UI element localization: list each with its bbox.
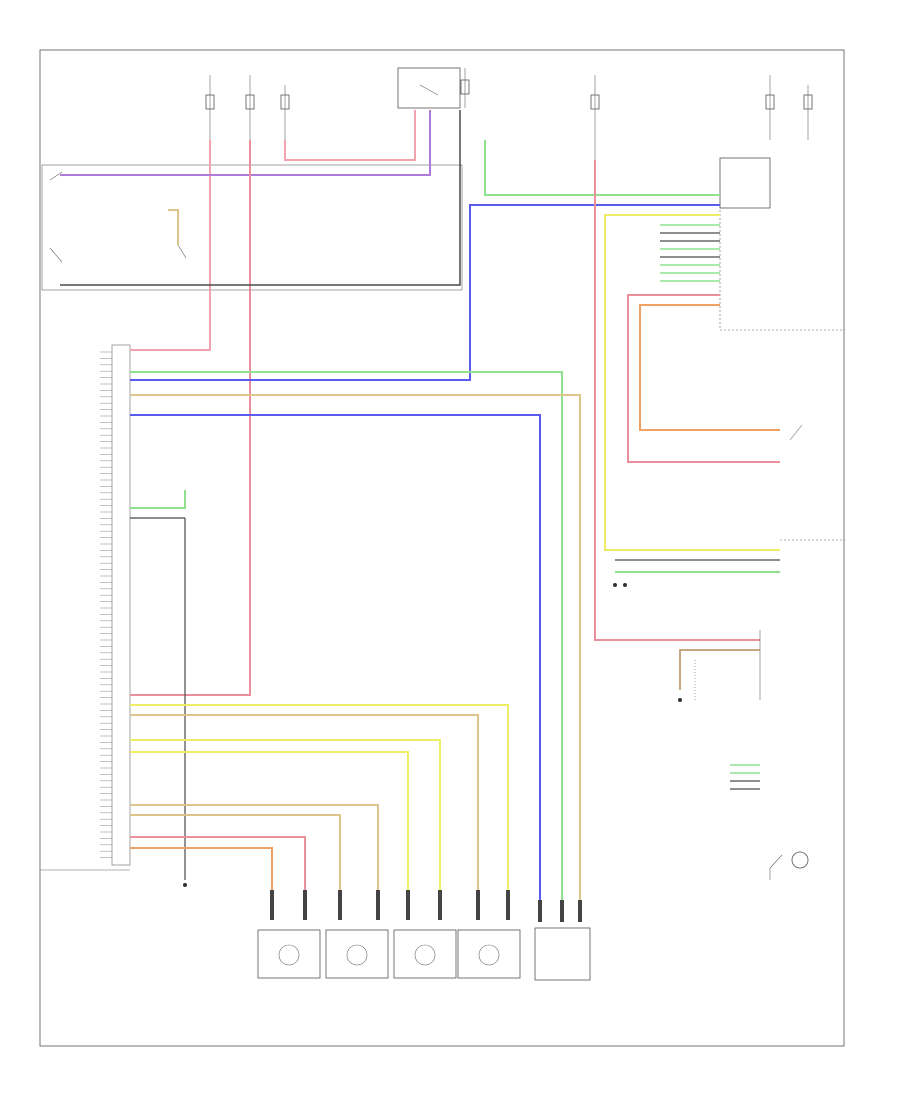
sensor-connector-pin	[560, 900, 564, 922]
wire-red-switch	[627, 294, 780, 463]
wire-green-ground	[130, 490, 187, 887]
sensor-connector-pin	[376, 890, 380, 920]
wheel-speed-sensor-left-front	[257, 929, 321, 979]
wire-tan-lower-1	[130, 714, 479, 910]
wire-yellow-top	[604, 214, 780, 551]
sensor-connector-pin	[303, 890, 307, 920]
brake-switch	[789, 424, 803, 441]
wire-red-lower-2	[130, 847, 273, 910]
wire-green-lower-right	[613, 559, 780, 587]
central-electronic-module	[719, 157, 845, 331]
lower-right-connector	[730, 764, 760, 790]
sensor-wire-stubs	[270, 890, 582, 922]
wire-tan-lower-3	[130, 804, 379, 910]
sensor-connector-pin	[506, 890, 510, 920]
sensor-connector-pin	[438, 890, 442, 920]
wire-green-main	[130, 371, 563, 910]
sensor-connector-pin	[270, 890, 274, 920]
wire-blue-top	[130, 204, 720, 381]
fuse-group-right	[765, 75, 813, 140]
relay-box	[397, 67, 470, 109]
wire-tan-lower-4	[130, 814, 341, 910]
sensor-connector-pin	[476, 890, 480, 920]
wire-purple	[60, 110, 431, 176]
fuse-group-center	[590, 75, 600, 160]
wheel-speed-sensor-right-front	[457, 929, 521, 979]
wire-red-lower-1	[130, 836, 306, 910]
wire-red-right	[594, 160, 760, 641]
wire-red-long	[130, 140, 251, 696]
lower-right-module	[678, 539, 845, 702]
wheel-speed-sensor-right-rear	[325, 929, 389, 979]
diagram-frame	[39, 49, 845, 1047]
esp-control-switch	[769, 851, 809, 880]
wire-orange-switch	[639, 304, 780, 431]
wire-tan-switch	[168, 209, 179, 245]
sensor-connector-pin	[406, 890, 410, 920]
brake-control-module-left	[40, 344, 131, 871]
sensor-connector-pin	[338, 890, 342, 920]
yaw-rate-sensor	[534, 927, 591, 981]
fuse-group-left	[205, 75, 290, 140]
sensor-connector-pin	[578, 900, 582, 922]
wire-tan-main	[130, 394, 581, 910]
wire-blue-main	[130, 414, 541, 910]
wheel-speed-sensor-left-rear	[393, 929, 457, 979]
wire-green-top	[484, 140, 720, 196]
left-module-pin-labels	[100, 351, 112, 858]
sensor-connector-pin	[538, 900, 542, 922]
left-switch-box	[41, 164, 463, 291]
wire-yellow-lower-1	[130, 704, 509, 910]
wire-tan-lower-2	[130, 751, 409, 910]
wire-gray-top	[60, 110, 461, 286]
right-module-connector	[660, 224, 720, 282]
wire-yellow-lower-2	[130, 739, 441, 910]
wire-red-vertical	[130, 140, 211, 351]
wire-red-top	[284, 110, 416, 161]
